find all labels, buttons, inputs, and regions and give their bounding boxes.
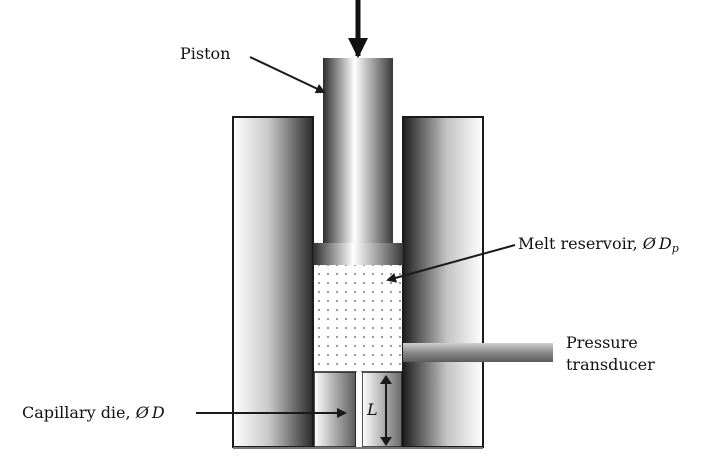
diameter-symbol: Ø — [135, 403, 149, 422]
force-arrow-head — [348, 38, 368, 58]
diameter-variable: D — [658, 234, 672, 253]
length-label: L — [367, 400, 378, 419]
capillary-channel — [356, 372, 362, 447]
piston-leader-arrow — [249, 56, 326, 94]
capillary-die-text: Capillary die, — [22, 403, 136, 422]
melt-reservoir-leader-arrow — [386, 244, 516, 283]
die-block-left — [313, 371, 357, 448]
diameter-symbol: Ø — [642, 234, 656, 253]
melt-reservoir-text: Melt reservoir, — [518, 234, 643, 253]
diameter-subscript: p — [671, 242, 679, 255]
diameter-variable: D — [151, 403, 165, 422]
length-arrow-bottom — [380, 437, 392, 446]
pressure-transducer-line1: Pressure — [566, 333, 638, 352]
piston-label: Piston — [180, 44, 231, 63]
piston-head — [313, 243, 403, 265]
melt-reservoir — [314, 265, 402, 372]
barrel-right-wall — [402, 116, 484, 448]
piston-rod — [323, 58, 393, 244]
pressure-transducer-line2: transducer — [566, 355, 655, 374]
pressure-transducer — [403, 343, 553, 362]
barrel-left-wall — [232, 116, 314, 448]
length-arrow-top — [380, 375, 392, 384]
pressure-transducer-label: Pressure transducer — [566, 332, 655, 376]
